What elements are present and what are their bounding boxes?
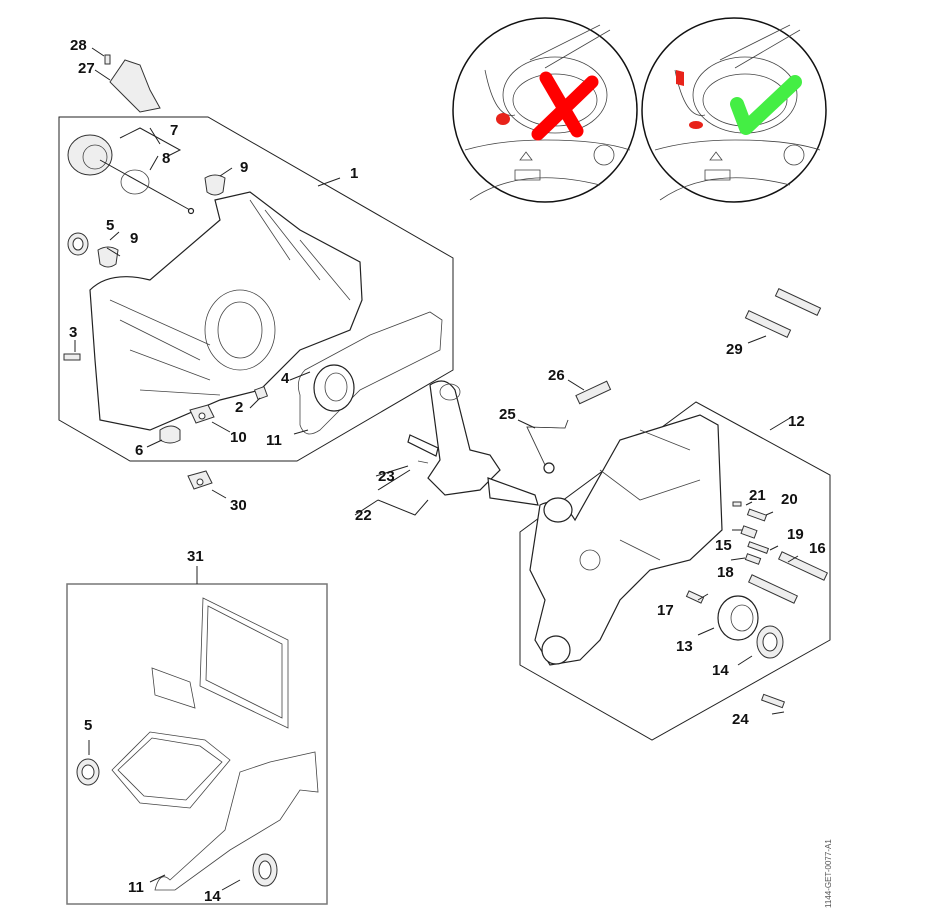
callout-8[interactable]: 8 [162,150,170,167]
callout-31[interactable]: 31 [187,548,204,565]
callout-28[interactable]: 28 [70,37,87,54]
callout-14[interactable]: 14 [712,662,729,679]
oil-suction-line-25 [517,419,569,474]
stud-20 [746,508,768,522]
detail-view-correct [641,17,827,203]
callout-11-set[interactable]: 11 [128,879,144,896]
x-mark-icon [531,71,599,141]
callout-16[interactable]: 16 [809,540,826,557]
stud-17 [685,590,705,604]
gasket-set-31 [66,566,328,905]
bracket-27 [91,47,161,113]
callout-9b[interactable]: 9 [130,230,138,247]
callout-5[interactable]: 5 [106,217,114,234]
callout-27[interactable]: 27 [78,60,95,77]
callout-2[interactable]: 2 [235,399,243,416]
highlight-part-wrong [496,113,510,125]
callout-26[interactable]: 26 [548,367,565,384]
callout-20[interactable]: 20 [781,491,798,508]
callout-4[interactable]: 4 [281,370,290,387]
stud-18 [744,553,762,565]
buffer-6 [159,425,181,444]
screw-24 [760,693,786,709]
callout-14-set[interactable]: 14 [204,888,221,905]
callout-24[interactable]: 24 [732,711,749,728]
callout-23[interactable]: 23 [378,468,395,485]
callout-25[interactable]: 25 [499,406,516,423]
crankcase-half-assembly-1 [58,116,454,462]
detail-view-incorrect [452,17,638,203]
crankshaft-22 [354,380,539,516]
plug-3 [63,353,81,361]
callout-29[interactable]: 29 [726,341,743,358]
o-ring-8 [120,169,150,195]
callout-17[interactable]: 17 [657,602,674,619]
stud-16 [777,551,829,581]
callout-1[interactable]: 1 [350,165,358,182]
callout-6[interactable]: 6 [135,442,143,459]
crankcase-half-12 [519,401,831,741]
callout-7[interactable]: 7 [170,122,178,139]
buffer-9b [97,246,119,268]
buffer-9 [204,174,226,196]
sleeve-2 [253,385,269,401]
callout-30[interactable]: 30 [230,497,247,514]
callout-12[interactable]: 12 [788,413,805,430]
callout-5-set[interactable]: 5 [84,717,92,734]
callout-11[interactable]: 11 [266,432,282,449]
highlight-part-correct [676,70,684,86]
oil-pump-7 [67,134,195,215]
callout-18[interactable]: 18 [717,564,734,581]
callout-22[interactable]: 22 [355,507,372,524]
callout-labels: 28 27 7 8 9 1 5 9 3 4 2 10 11 6 30 26 25… [69,37,826,905]
document-reference: 1144-GET-0077-A1 [824,839,833,908]
callout-3[interactable]: 3 [69,324,77,341]
stud-29 [744,287,822,344]
sleeve-15 [740,525,758,539]
screw-28 [104,54,111,65]
callout-21[interactable]: 21 [749,487,766,504]
check-mark-icon [730,75,802,135]
valve-26 [567,379,612,405]
callout-19[interactable]: 19 [787,526,804,543]
ball-bearing-13 [717,595,759,641]
screw-21 [732,501,742,507]
pin-19 [747,541,770,554]
callout-15[interactable]: 15 [715,537,732,554]
callout-13[interactable]: 13 [676,638,693,655]
callout-9[interactable]: 9 [240,159,248,176]
callout-10[interactable]: 10 [230,429,247,446]
stud-16b [747,574,799,604]
